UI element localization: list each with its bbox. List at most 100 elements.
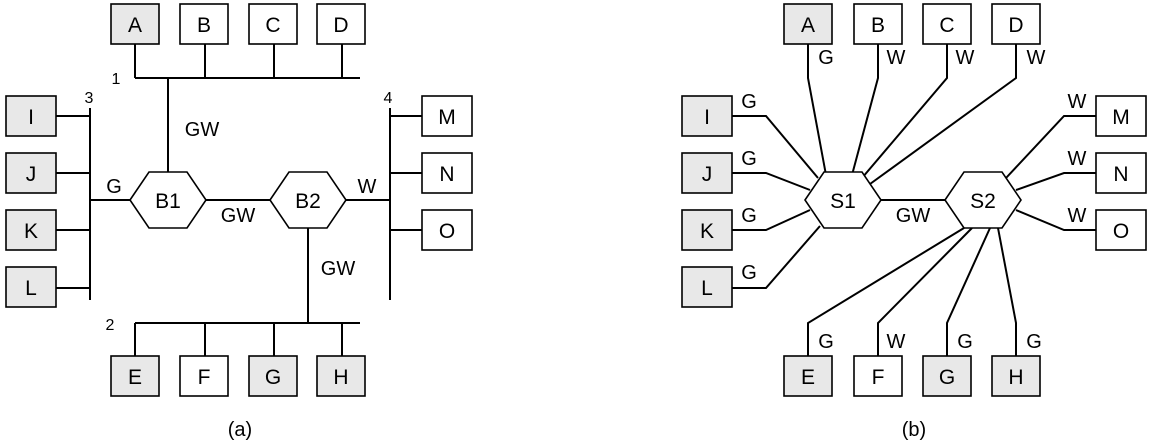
host-box-n	[421, 152, 473, 194]
host-box-j	[681, 152, 733, 194]
vlan-label-e: G	[818, 331, 834, 353]
wire-o	[1015, 209, 1096, 231]
host-label-m: M	[438, 106, 456, 129]
host-box-k	[681, 209, 733, 251]
host-label-l: L	[25, 277, 37, 300]
host-box-f	[179, 355, 229, 397]
host-label-i: I	[28, 106, 34, 129]
host-label-j: J	[26, 163, 37, 186]
host-box-i	[681, 95, 733, 137]
vlan-label-d: W	[1027, 47, 1046, 69]
wire-j	[732, 172, 811, 191]
switch-s1-hexagon	[804, 171, 882, 229]
wire-m	[1005, 115, 1096, 179]
wire-f	[877, 227, 973, 356]
host-box-e	[783, 355, 833, 397]
switch-s2-label: S2	[970, 190, 996, 213]
host-box-l	[681, 266, 733, 308]
host-label-h: H	[333, 366, 348, 389]
vlan-label-l: G	[741, 262, 757, 284]
vlan-label-i: G	[741, 91, 757, 113]
host-label-d: D	[333, 14, 348, 37]
label-b2-down: GW	[321, 258, 356, 280]
host-box-b	[853, 3, 903, 45]
lan-number-4: 4	[384, 90, 393, 107]
host-box-d	[991, 3, 1041, 45]
wire-b	[851, 42, 879, 176]
host-label-n: N	[1113, 163, 1128, 186]
vlan-label-g: G	[957, 331, 973, 353]
host-label-d: D	[1008, 14, 1023, 37]
vlan-label-j: G	[741, 148, 757, 170]
wire-n	[1015, 172, 1096, 191]
host-box-n	[1095, 152, 1147, 194]
wire-c	[861, 42, 948, 179]
label-b1-up: GW	[185, 119, 220, 141]
vlan-label-h: G	[1026, 331, 1042, 353]
host-label-j: J	[702, 163, 713, 186]
host-label-m: M	[1112, 106, 1130, 129]
host-label-c: C	[265, 14, 280, 37]
host-label-b: B	[197, 14, 211, 37]
wire-g	[946, 227, 991, 356]
wire-h	[997, 227, 1017, 356]
caption-a: (a)	[228, 419, 252, 441]
switch-s2-hexagon	[944, 171, 1022, 229]
host-label-b: B	[871, 14, 885, 37]
connection-lines	[56, 42, 1096, 356]
host-label-o: O	[439, 220, 455, 243]
wire-i	[732, 115, 819, 179]
switch-s1-label: S1	[830, 190, 856, 213]
wire-e	[807, 227, 965, 356]
host-box-d	[316, 3, 366, 45]
host-label-g: G	[265, 366, 281, 389]
host-label-k: K	[700, 220, 714, 243]
host-box-h	[316, 355, 366, 397]
bridge-b2-label: B2	[295, 190, 321, 213]
vlan-label-o: W	[1068, 205, 1087, 227]
wire-a	[807, 42, 827, 176]
host-label-e: E	[128, 366, 142, 389]
vlan-label-a: G	[818, 47, 834, 69]
host-box-g	[248, 355, 298, 397]
host-box-f	[853, 355, 903, 397]
host-box-l	[5, 266, 57, 308]
host-label-l: L	[701, 277, 713, 300]
caption-b: (b)	[902, 419, 926, 441]
label-b1-left: G	[106, 176, 122, 198]
host-label-k: K	[24, 220, 38, 243]
label-trunk: GW	[896, 205, 931, 227]
host-box-o	[421, 209, 473, 251]
vlan-label-c: W	[956, 47, 975, 69]
host-box-g	[922, 355, 972, 397]
host-label-e: E	[801, 366, 815, 389]
host-box-i	[5, 95, 57, 137]
host-box-m	[421, 95, 473, 137]
host-box-o	[1095, 209, 1147, 251]
wire-d	[869, 42, 1017, 185]
host-label-o: O	[1113, 220, 1129, 243]
lan-number-1: 1	[112, 71, 121, 88]
lan-number-2: 2	[106, 317, 115, 334]
host-box-a	[783, 3, 833, 45]
host-label-n: N	[439, 163, 454, 186]
vlan-label-n: W	[1068, 148, 1087, 170]
host-box-e	[110, 355, 160, 397]
host-box-b	[179, 3, 229, 45]
host-label-g: G	[939, 366, 955, 389]
vlan-label-b: W	[887, 47, 906, 69]
host-label-a: A	[128, 14, 142, 37]
host-box-h	[991, 355, 1041, 397]
host-label-f: F	[872, 366, 885, 389]
host-box-a	[110, 3, 160, 45]
wire-k	[732, 209, 811, 231]
host-box-c	[922, 3, 972, 45]
label-b1-b2: GW	[221, 205, 256, 227]
vlan-label-f: W	[887, 331, 906, 353]
host-box-k	[5, 209, 57, 251]
lan-number-3: 3	[85, 90, 94, 107]
bridge-b1-label: B1	[155, 190, 181, 213]
vlan-label-k: G	[741, 205, 757, 227]
